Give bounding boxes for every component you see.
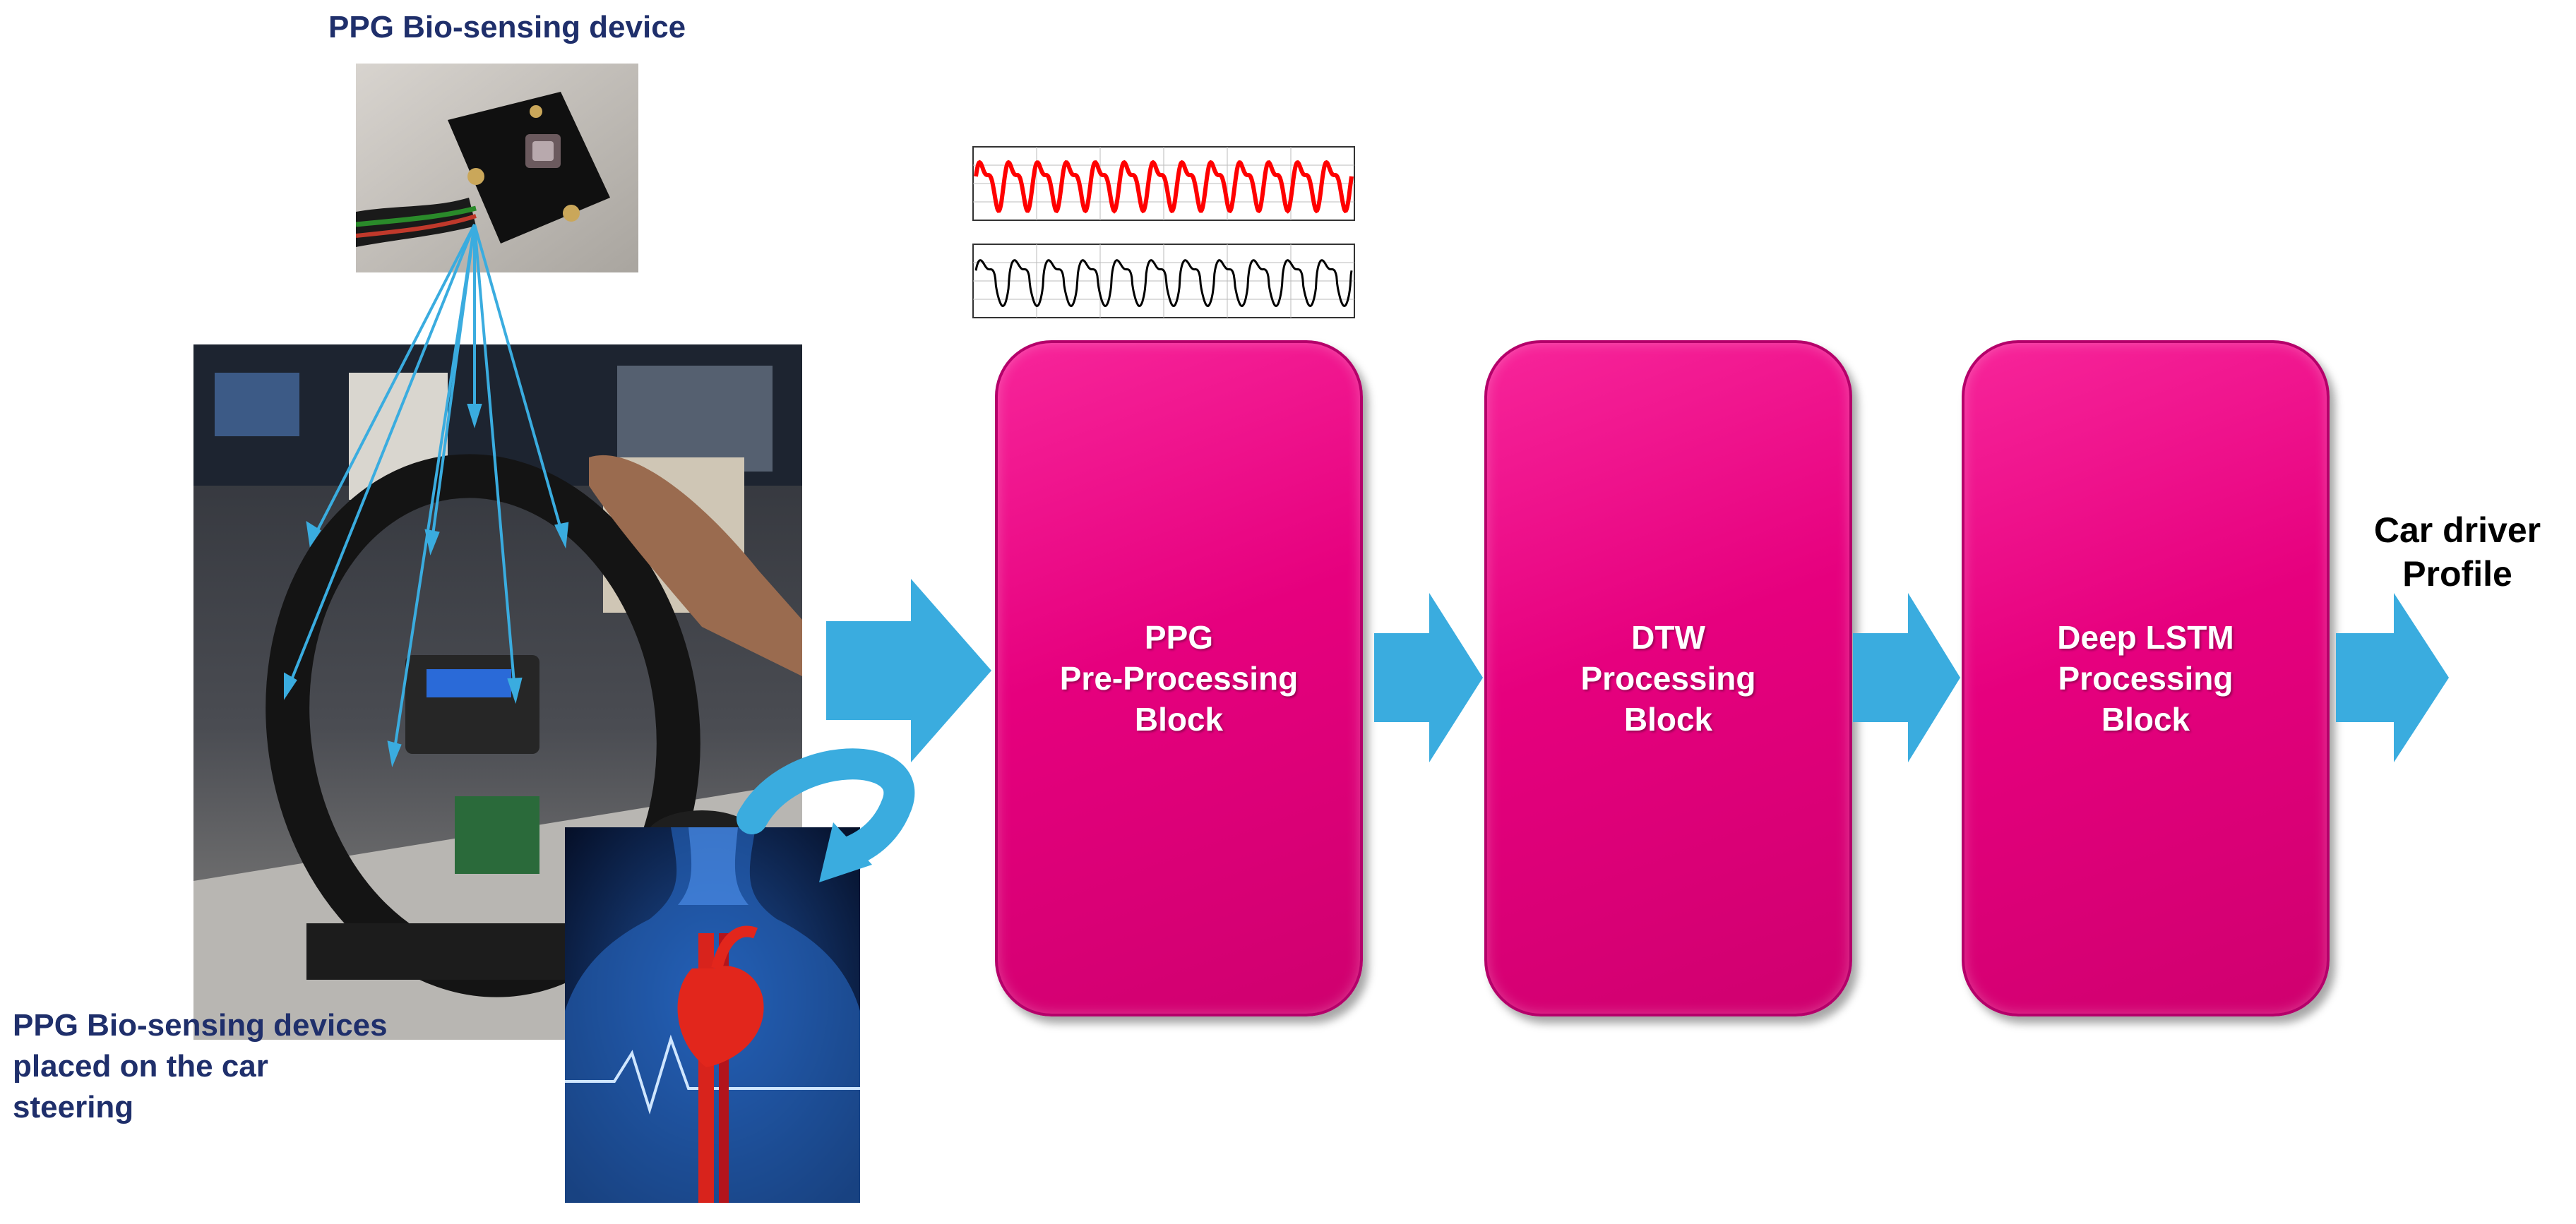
steering-caption: PPG Bio-sensing devices placed on the ca…	[13, 1005, 507, 1128]
block-label-line: DTW	[1631, 619, 1705, 656]
block-label-line: Block	[1134, 701, 1224, 738]
right-arrow-icon	[2336, 593, 2449, 762]
ppg-signal-plot	[972, 146, 1355, 221]
ppg-preprocessing-block-label: PPG Pre-Processing Block	[1060, 617, 1298, 740]
block-label-line: PPG	[1144, 619, 1214, 656]
block-label-line: Processing	[2058, 660, 2234, 697]
output-caption-line: Profile	[2402, 554, 2512, 594]
dtw-processing-block: DTW Processing Block	[1484, 340, 1852, 1016]
steering-caption-line-3: steering	[13, 1090, 134, 1124]
dtw-signal-plot	[972, 244, 1355, 318]
anatomy-heart-photo	[565, 827, 860, 1203]
block-label-line: Deep LSTM	[2057, 619, 2234, 656]
deep-lstm-processing-block: Deep LSTM Processing Block	[1962, 340, 2330, 1016]
steering-caption-line-2: placed on the car	[13, 1049, 268, 1084]
ppg-device-image	[356, 64, 638, 272]
car-driver-profile-output: Car driver Profile	[2351, 508, 2563, 596]
block-label-line: Block	[2101, 701, 2190, 738]
anatomy-heart-image	[565, 827, 860, 1203]
right-arrow-icon	[826, 579, 991, 762]
ppg-signal-line	[974, 160, 1354, 214]
waveform-plots	[972, 146, 1355, 318]
ppg-preprocessing-block: PPG Pre-Processing Block	[995, 340, 1363, 1016]
deep-lstm-processing-block-label: Deep LSTM Processing Block	[2057, 617, 2234, 740]
dtw-signal-line	[974, 259, 1353, 308]
waveform-thumbnail	[959, 138, 1368, 329]
steering-caption-line-1: PPG Bio-sensing devices	[13, 1008, 388, 1043]
device-caption: PPG Bio-sensing device	[328, 10, 686, 44]
right-arrow-icon	[1374, 593, 1483, 762]
output-caption-line: Car driver	[2373, 510, 2541, 550]
block-label-line: Processing	[1580, 660, 1756, 697]
ppg-device-photo	[356, 64, 638, 272]
block-label-line: Block	[1623, 701, 1713, 738]
block-label-line: Pre-Processing	[1059, 660, 1299, 697]
dtw-processing-block-label: DTW Processing Block	[1581, 617, 1756, 740]
right-arrow-icon	[1853, 593, 1960, 762]
